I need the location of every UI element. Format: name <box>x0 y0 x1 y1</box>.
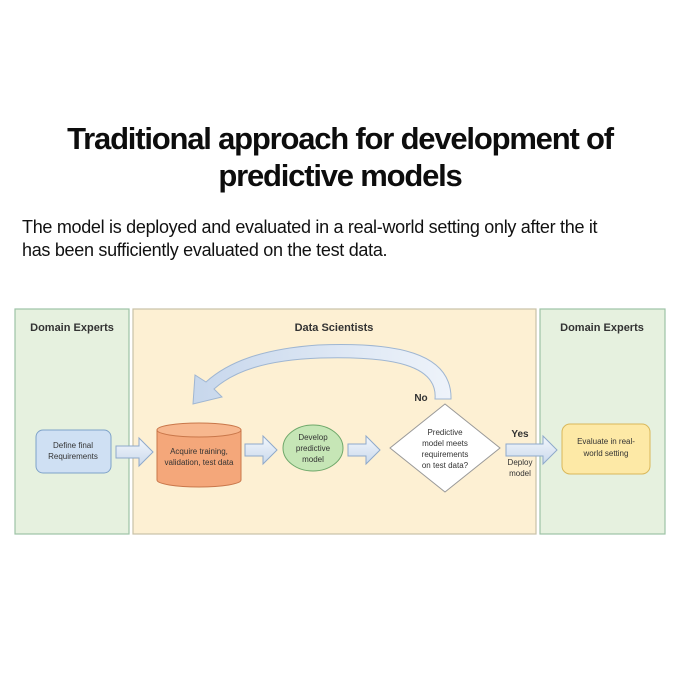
node-evaluate-line-1: Evaluate in real- <box>577 437 635 446</box>
node-acquire-data <box>156 422 242 488</box>
node-develop-model <box>282 424 344 472</box>
feedback-curved-arrow <box>192 344 452 405</box>
arrow-decision-to-evaluate <box>505 434 558 466</box>
lane-data-scientists <box>132 308 537 535</box>
node-evaluate-real-world <box>561 423 651 475</box>
node-decision-line-2: model meets <box>422 439 468 448</box>
node-define-line-2: Requirements <box>48 452 98 461</box>
lane-label-right: Domain Experts <box>560 322 644 334</box>
node-acquire-line-1: Acquire training, <box>170 447 228 456</box>
arrow-define-to-acquire <box>115 436 154 468</box>
edge-label-no: No <box>414 393 427 404</box>
node-decision-line-1: Predictive <box>427 428 463 437</box>
node-decision-line-3: requirements <box>422 450 469 459</box>
page-title-line-2: predictive models <box>218 158 462 193</box>
node-develop-line-3: model <box>302 455 324 464</box>
node-develop-line-2: predictive <box>296 444 331 453</box>
page-title: Traditional approach for development of … <box>20 120 660 194</box>
node-evaluate-line-2: world setting <box>583 449 629 458</box>
edge-label-deploy-line-1: Deploy <box>508 458 533 467</box>
lane-domain-experts-left <box>14 308 130 535</box>
page-subtitle: The model is deployed and evaluated in a… <box>22 216 662 262</box>
node-decision-line-4: on test data? <box>422 461 469 470</box>
page-subtitle-line-2: has been sufficiently evaluated on the t… <box>22 240 388 260</box>
lane-domain-experts-right <box>539 308 666 535</box>
edge-label-deploy-line-2: model <box>509 469 531 478</box>
lane-label-middle: Data Scientists <box>295 322 374 334</box>
node-define-requirements <box>35 429 112 474</box>
arrow-acquire-to-develop <box>244 434 278 466</box>
lane-label-left: Domain Experts <box>30 322 114 334</box>
page-subtitle-line-1: The model is deployed and evaluated in a… <box>22 217 598 237</box>
node-acquire-line-2: validation, test data <box>165 458 234 467</box>
page-title-line-1: Traditional approach for development of <box>67 121 614 156</box>
node-define-line-1: Define final <box>53 441 93 450</box>
node-decision <box>389 403 501 493</box>
node-develop-line-1: Develop <box>298 433 328 442</box>
edge-label-yes: Yes <box>511 429 529 440</box>
arrow-develop-to-decision <box>347 434 381 466</box>
